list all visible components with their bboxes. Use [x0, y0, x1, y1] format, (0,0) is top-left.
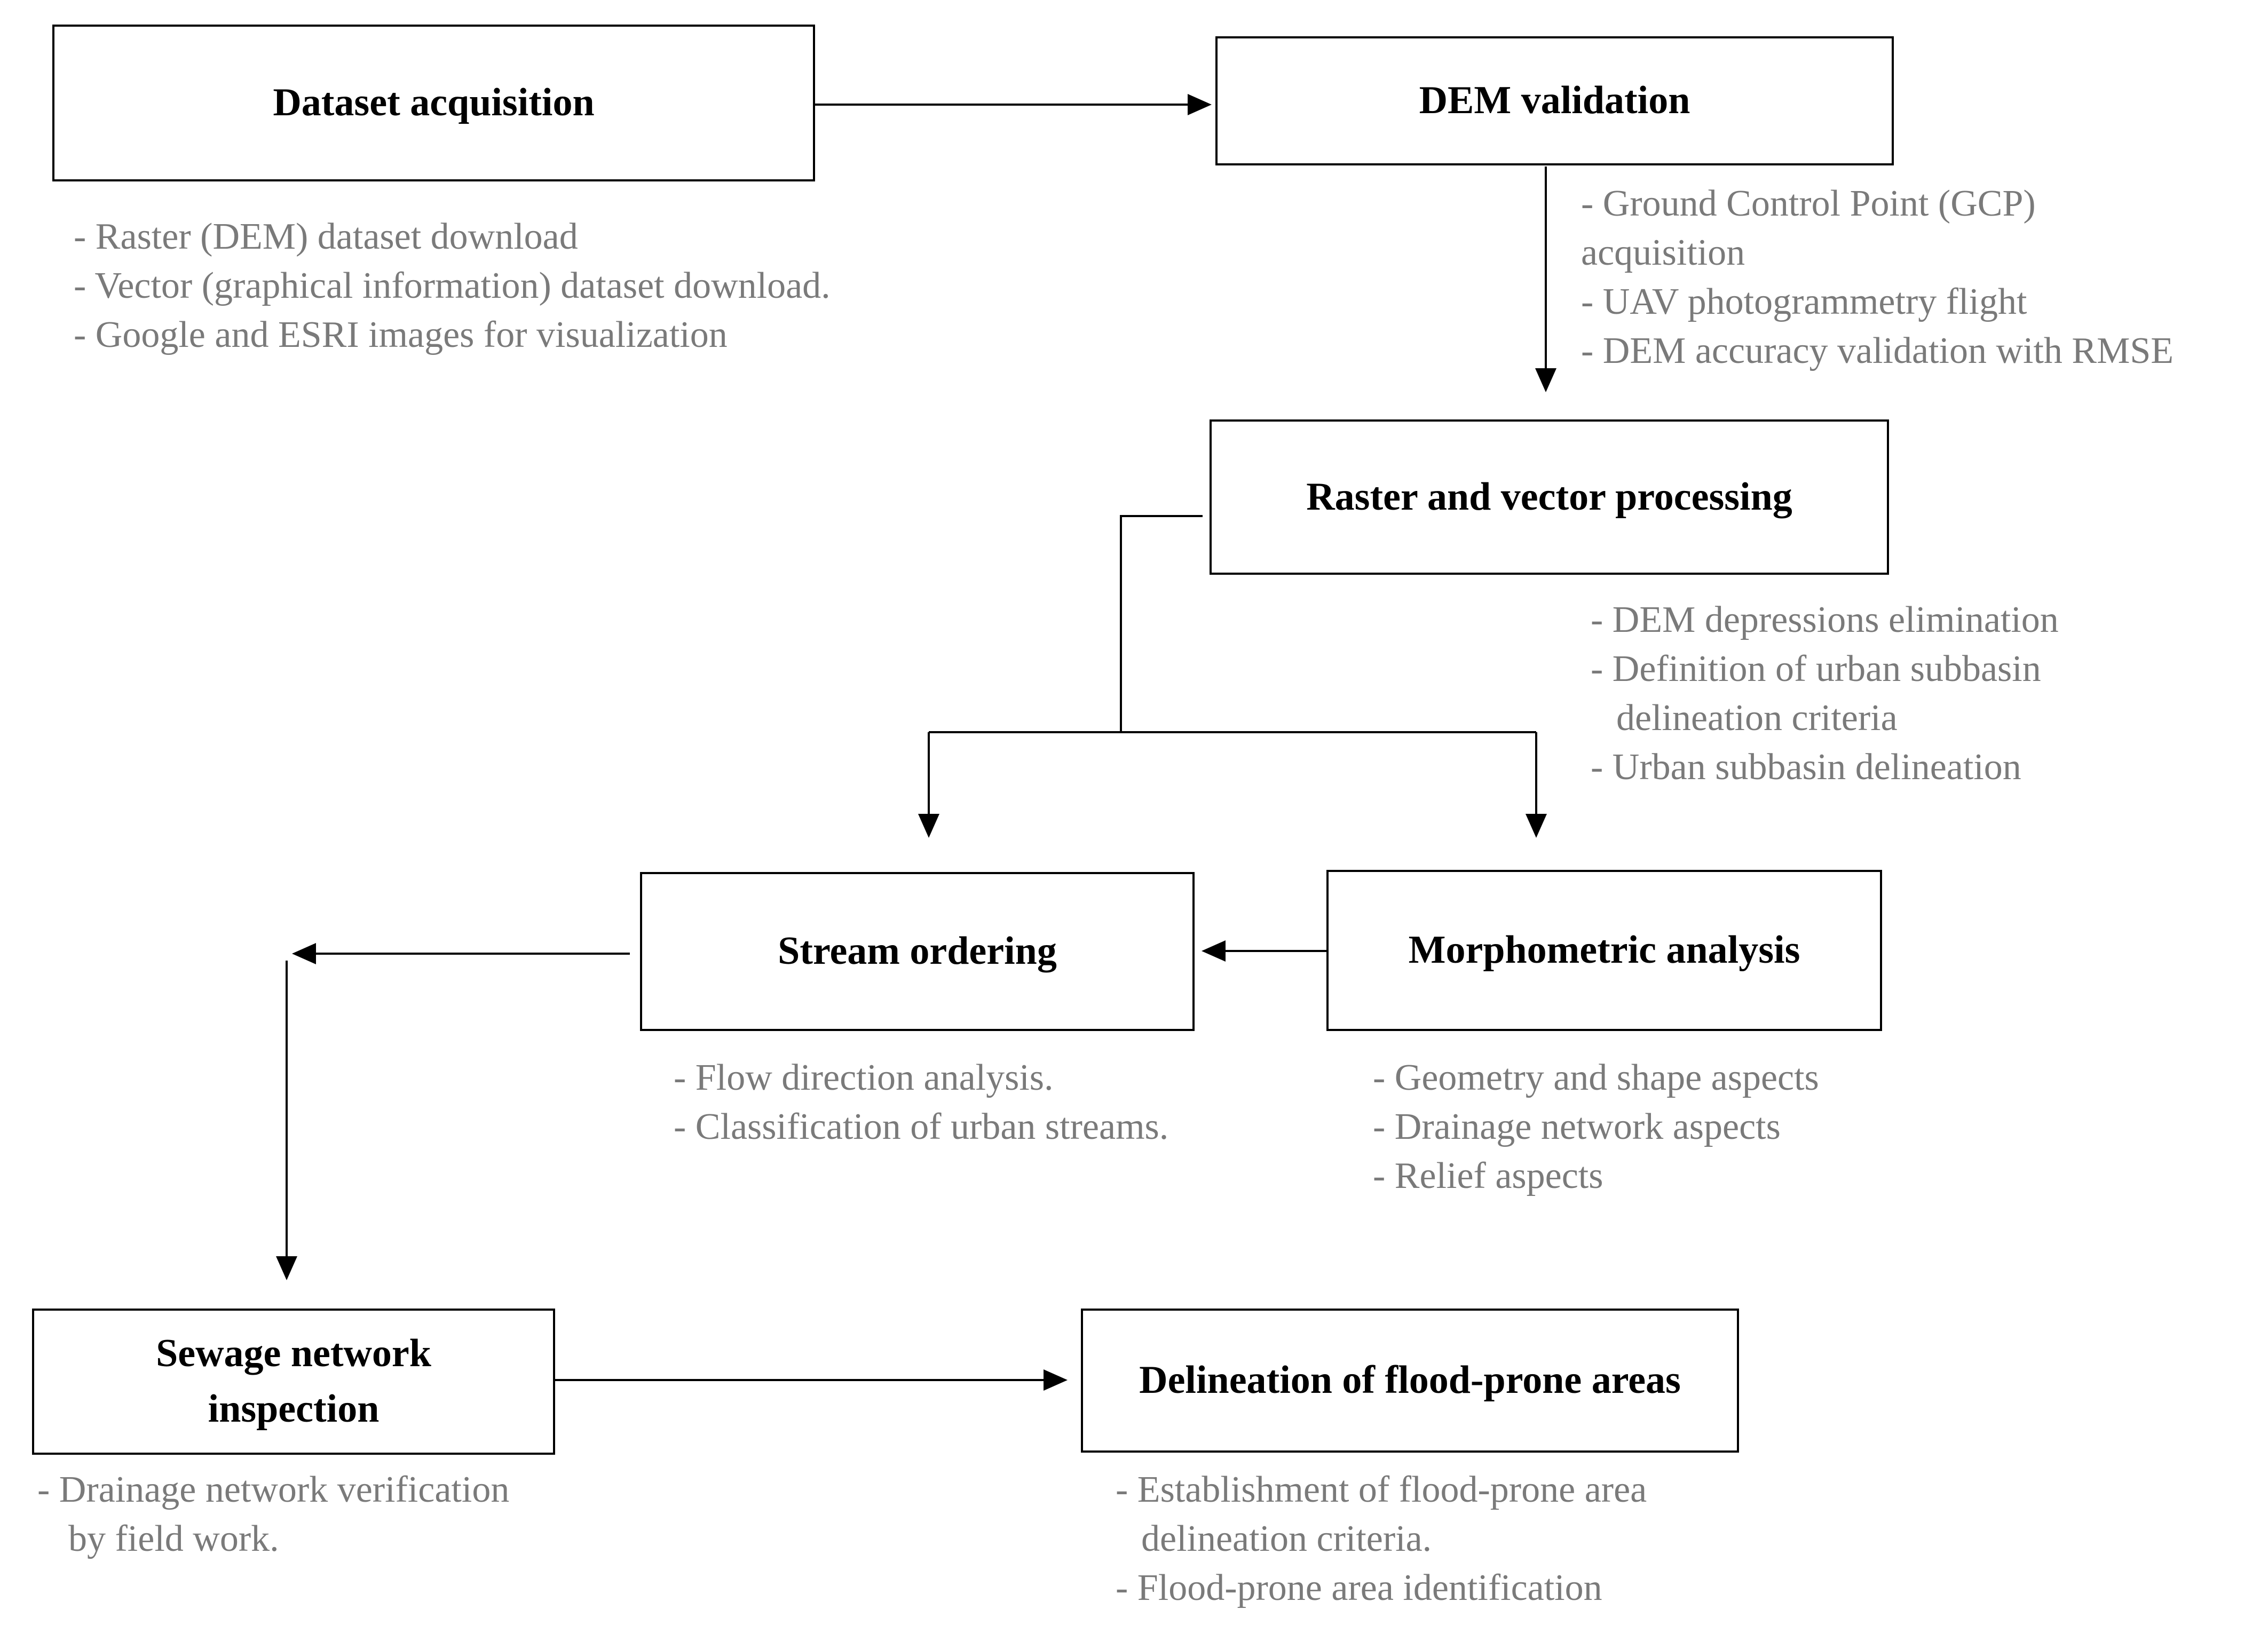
- arrowhead-dem-to-raster: [1535, 368, 1556, 392]
- flood-prone-notes: - Establishment of flood-prone area deli…: [1116, 1465, 1647, 1613]
- note-item: - Ground Control Point (GCP): [1581, 183, 2036, 224]
- note-item: - Establishment of flood-prone area: [1116, 1469, 1647, 1510]
- morphometric-notes: - Geometry and shape aspects - Drainage …: [1373, 1053, 1819, 1201]
- sewage-network-inspection-box: Sewage network inspection: [32, 1309, 555, 1455]
- dataset-acquisition-box: Dataset acquisition: [52, 25, 815, 181]
- note-item: - Google and ESRI images for visualizati…: [74, 314, 728, 355]
- note-item: acquisition: [1581, 232, 1745, 273]
- note-item: - UAV photogrammetry flight: [1581, 281, 2027, 322]
- stream-ordering-notes: - Flow direction analysis. - Classificat…: [674, 1053, 1168, 1152]
- arrowhead-to-stream: [918, 814, 939, 838]
- note-item: - Raster (DEM) dataset download: [74, 216, 578, 257]
- dem-validation-box: DEM validation: [1215, 36, 1894, 165]
- raster-vector-notes: - DEM depressions elimination - Definiti…: [1591, 596, 2059, 792]
- note-item: - DEM depressions elimination: [1591, 599, 2059, 640]
- stream-ordering-title: Stream ordering: [778, 929, 1057, 973]
- morphometric-analysis-box: Morphometric analysis: [1326, 870, 1882, 1031]
- note-item: - Urban subbasin delineation: [1591, 747, 2021, 788]
- dataset-acquisition-title: Dataset acquisition: [273, 81, 595, 125]
- sewage-notes: - Drainage network verification by field…: [37, 1465, 509, 1564]
- arrowhead-dataset-to-dem: [1188, 94, 1212, 115]
- note-item: delineation criteria: [1591, 694, 2059, 743]
- note-item: - Classification of urban streams.: [674, 1106, 1169, 1147]
- raster-vector-processing-box: Raster and vector processing: [1210, 419, 1889, 575]
- stream-ordering-box: Stream ordering: [640, 872, 1195, 1031]
- note-item: - Geometry and shape aspects: [1373, 1057, 1819, 1098]
- sewage-title-line1: Sewage network: [156, 1331, 431, 1376]
- note-item: by field work.: [37, 1515, 509, 1564]
- note-continuation: delineation criteria: [1616, 697, 1898, 739]
- note-item: - Drainage network verification: [37, 1469, 510, 1510]
- dem-validation-title: DEM validation: [1419, 78, 1690, 123]
- note-item: - Definition of urban subbasin: [1591, 648, 2041, 689]
- note-continuation: delineation criteria.: [1141, 1518, 1432, 1559]
- morphometric-analysis-title: Morphometric analysis: [1408, 928, 1800, 972]
- dem-validation-notes: - Ground Control Point (GCP) acquisition…: [1581, 179, 2174, 376]
- flood-prone-areas-box: Delineation of flood-prone areas: [1081, 1309, 1739, 1453]
- branch-raster-split: [1120, 515, 1203, 732]
- note-item: - Drainage network aspects: [1373, 1106, 1781, 1147]
- note-item: - Flood-prone area identification: [1116, 1567, 1602, 1608]
- note-item: - Vector (graphical information) dataset…: [74, 265, 831, 306]
- dataset-acquisition-notes: - Raster (DEM) dataset download - Vector…: [74, 212, 831, 360]
- note-continuation: by field work.: [68, 1518, 279, 1559]
- note-item: delineation criteria.: [1116, 1515, 1647, 1564]
- arrowhead-stream-to-left: [292, 943, 316, 964]
- arrowhead-sewage-to-flood: [1044, 1369, 1068, 1391]
- arrowhead-down-to-sewage: [276, 1256, 297, 1280]
- note-item: - DEM accuracy validation with RMSE: [1581, 330, 2174, 371]
- note-item: - Flow direction analysis.: [674, 1057, 1054, 1098]
- sewage-title-line2: inspection: [208, 1387, 380, 1431]
- arrowhead-morphometric-to-stream: [1202, 940, 1226, 962]
- arrowhead-to-morphometric: [1526, 814, 1547, 838]
- flood-prone-areas-title: Delineation of flood-prone areas: [1139, 1358, 1681, 1402]
- raster-vector-processing-title: Raster and vector processing: [1306, 474, 1792, 519]
- note-item: - Relief aspects: [1373, 1155, 1603, 1196]
